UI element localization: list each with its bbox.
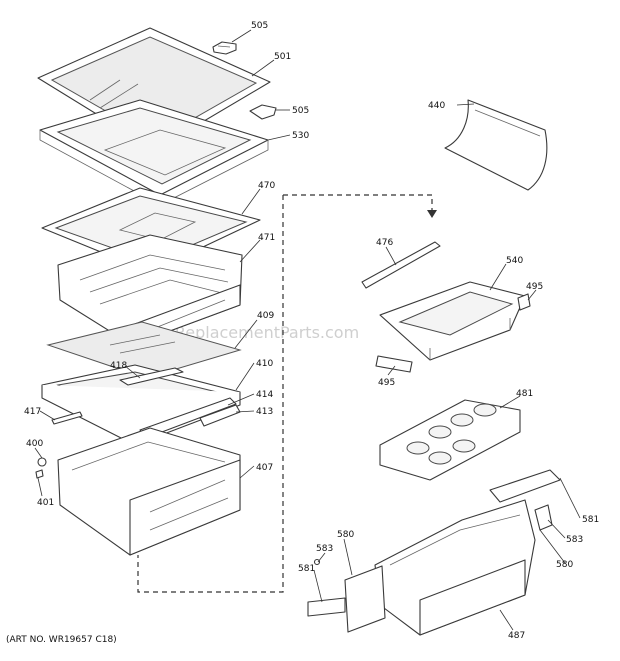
callout-413: 413 xyxy=(256,407,273,417)
bin-clip-part xyxy=(375,293,531,373)
callout-410: 410 xyxy=(256,359,273,369)
callout-505-top: 505 xyxy=(251,21,268,31)
callout-400: 400 xyxy=(26,439,43,449)
shelf-frame-part xyxy=(39,99,269,206)
callout-401: 401 xyxy=(37,498,54,508)
curved-door-part xyxy=(444,99,548,191)
shelf-clip-part xyxy=(249,104,277,120)
hardware-part xyxy=(35,457,47,479)
callout-414: 414 xyxy=(256,390,273,400)
callout-471: 471 xyxy=(258,233,275,243)
crisper-drawer-part xyxy=(57,427,241,556)
callout-505-mid: 505 xyxy=(292,106,309,116)
egg-tray-part xyxy=(379,399,521,481)
bracket-part xyxy=(307,469,561,633)
shelf-clip-part xyxy=(212,41,237,55)
callout-407: 407 xyxy=(256,463,273,473)
leader-lines xyxy=(34,29,581,631)
rod-part xyxy=(361,241,441,289)
callout-583-left: 583 xyxy=(316,544,333,554)
dashed-arrowhead xyxy=(427,210,437,218)
callout-580-left: 580 xyxy=(337,530,354,540)
callout-409: 409 xyxy=(257,311,274,321)
watermark: eReplacementParts.com xyxy=(165,323,359,342)
callout-495-left: 495 xyxy=(378,378,395,388)
callout-470: 470 xyxy=(258,181,275,191)
bottom-drawer-part xyxy=(374,499,536,636)
callout-530: 530 xyxy=(292,131,309,141)
crisper-glass-part xyxy=(46,321,242,379)
callout-476: 476 xyxy=(376,238,393,248)
callout-501: 501 xyxy=(274,52,291,62)
callout-440: 440 xyxy=(428,101,445,111)
door-bin-part xyxy=(379,281,526,361)
crisper-frame-part xyxy=(41,364,241,446)
assembly-dashed-line xyxy=(137,194,433,593)
callout-581-left: 581 xyxy=(298,564,315,574)
callout-580-right: 580 xyxy=(556,560,573,570)
callout-583-right: 583 xyxy=(566,535,583,545)
callout-540: 540 xyxy=(506,256,523,266)
art-number: (ART NO. WR19657 C18) xyxy=(6,635,117,645)
callout-418: 418 xyxy=(110,361,127,371)
callout-487: 487 xyxy=(508,631,525,641)
callout-581-right: 581 xyxy=(582,515,599,525)
callout-417: 417 xyxy=(24,407,41,417)
callout-495-right: 495 xyxy=(526,282,543,292)
callout-481: 481 xyxy=(516,389,533,399)
